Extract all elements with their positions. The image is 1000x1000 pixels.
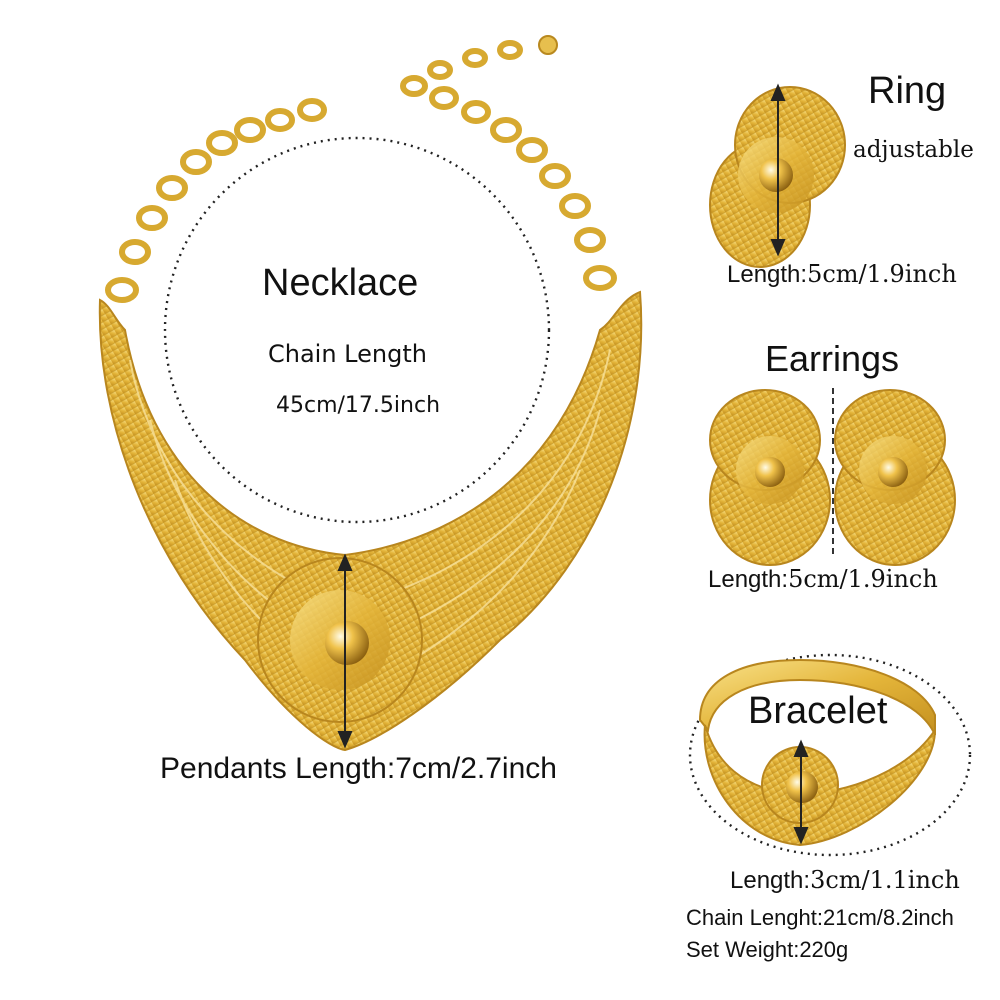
pendant-length-label: Pendants Length:7cm/2.7inch [160,752,557,785]
ring-title: Ring [868,70,947,112]
earrings-title: Earrings [765,338,900,379]
earrings-length-key: Length: [708,566,789,593]
earrings-length-value: 5cm/1.9inch [788,565,938,593]
set-weight: Set Weight:220g [686,937,849,962]
bracelet-length-value: 3cm/1.1inch [810,866,960,894]
bracelet-length-arrow [793,739,809,845]
chain-length-label: Chain Length [268,340,427,368]
bracelet-dotted-circle [688,653,972,857]
ring-length-arrow [770,83,786,257]
necklace-dotted-circle [163,136,551,524]
ring-length-key: Length: [727,261,808,288]
bracelet-title: Bracelet [748,690,888,732]
ring-subtitle: adjustable [853,137,974,163]
bracelet-length-key: Length: [730,867,811,894]
necklace-collar [98,290,643,752]
ring-image [709,86,846,268]
earring-left [709,389,831,566]
bracelet-image [698,658,937,847]
ring-length-value: 5cm/1.9inch [807,260,957,288]
necklace-chain [105,40,617,303]
earring-right [834,389,956,566]
earrings-length-label: Length:5cm/1.9inch [708,565,938,594]
necklace-title: Necklace [262,262,419,304]
bracelet-chain-length: Chain Lenght:21cm/8.2inch [686,905,954,930]
bracelet-length-label: Length:3cm/1.1inch [730,866,960,895]
chain-length-value: 45cm/17.5inch [276,393,441,418]
necklace-length-arrow [337,553,353,749]
ring-length-label: Length:5cm/1.9inch [727,260,957,289]
